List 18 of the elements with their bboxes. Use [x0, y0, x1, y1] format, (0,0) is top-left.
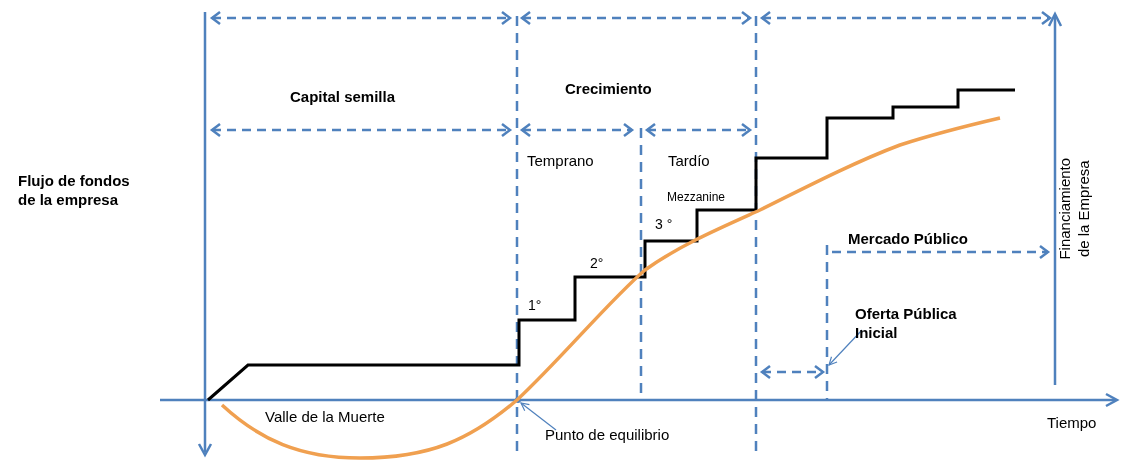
divider-line — [825, 245, 829, 400]
label-text: Mezzanine — [667, 190, 727, 205]
label-text: Flujo de fondos de la empresa — [18, 172, 131, 210]
label-text: 2° — [590, 255, 605, 273]
label-text: 3 ° — [655, 216, 674, 234]
label-text: Tardío — [668, 152, 711, 171]
leader-line — [828, 329, 863, 366]
callout-text: Oferta Pública Inicial — [855, 305, 958, 343]
label-text: Financiamiento de la Empresa — [1056, 156, 1093, 262]
label-text: Valle de la Muerte — [265, 408, 386, 427]
label-text: Tiempo — [1047, 414, 1098, 433]
label-text: 1° — [528, 297, 543, 315]
leader-line — [520, 402, 557, 431]
label-text: Capital semilla — [290, 88, 397, 107]
label-text: Mercado Público — [848, 230, 970, 249]
label-text: Temprano — [527, 152, 595, 171]
callout-text: Punto de equilibrio — [545, 426, 671, 445]
label-text: Crecimiento — [565, 80, 653, 99]
